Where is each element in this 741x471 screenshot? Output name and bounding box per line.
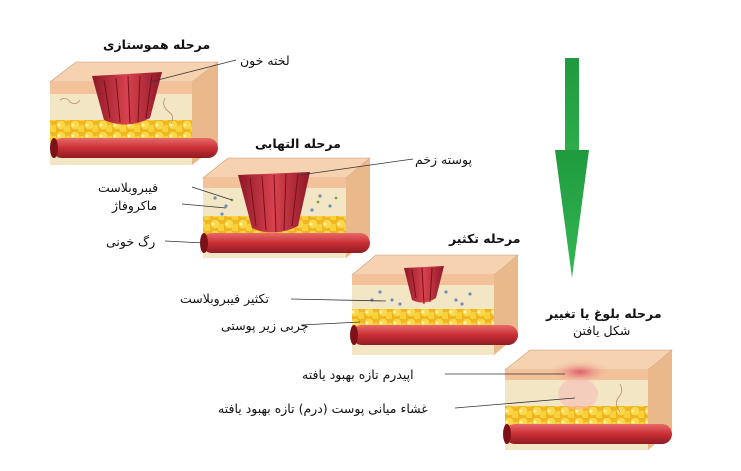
block-remodeling	[503, 349, 673, 450]
label-new-dermis: غشاء میانی پوست (درم) تازه بهبود یافته	[218, 401, 428, 416]
stage-title-inflammatory: مرحله التهابی	[255, 136, 341, 151]
label-subcutaneous-fat: چربی زیر پوستی	[221, 318, 309, 333]
blood-clot-hemostasis	[92, 72, 162, 125]
label-blood-clot: لخته خون	[240, 53, 290, 68]
block-hemostasis	[49, 61, 219, 165]
block-inflammatory	[200, 157, 371, 258]
label-scab: پوسته زخم	[415, 152, 472, 167]
leader-lines	[149, 59, 576, 409]
label-new-epidermis: اپیدرم تازه بهبود یافته	[302, 367, 414, 382]
stage-title-hemostasis: مرحله هموستازی	[103, 37, 211, 52]
progress-arrow-icon	[555, 58, 589, 278]
stage-title-remodeling-line2: شکل یافتن	[573, 323, 631, 338]
stage-title-remodeling-line1: مرحله بلوغ یا تغییر	[546, 306, 662, 321]
block-proliferative	[350, 254, 519, 355]
scab-inflammatory	[238, 172, 310, 233]
stage-title-proliferative: مرحله تکثیر	[449, 231, 521, 246]
label-fibroblast: فیبروبلاست	[98, 180, 159, 195]
scab-proliferative	[404, 266, 444, 303]
healed-area	[548, 360, 612, 384]
label-macrophage: ماکروفاژ	[112, 198, 158, 213]
label-fibroblast-proliferation: تکثیر فیبروبلاست	[180, 291, 269, 306]
label-blood-vessel: رگ خونی	[106, 234, 156, 249]
